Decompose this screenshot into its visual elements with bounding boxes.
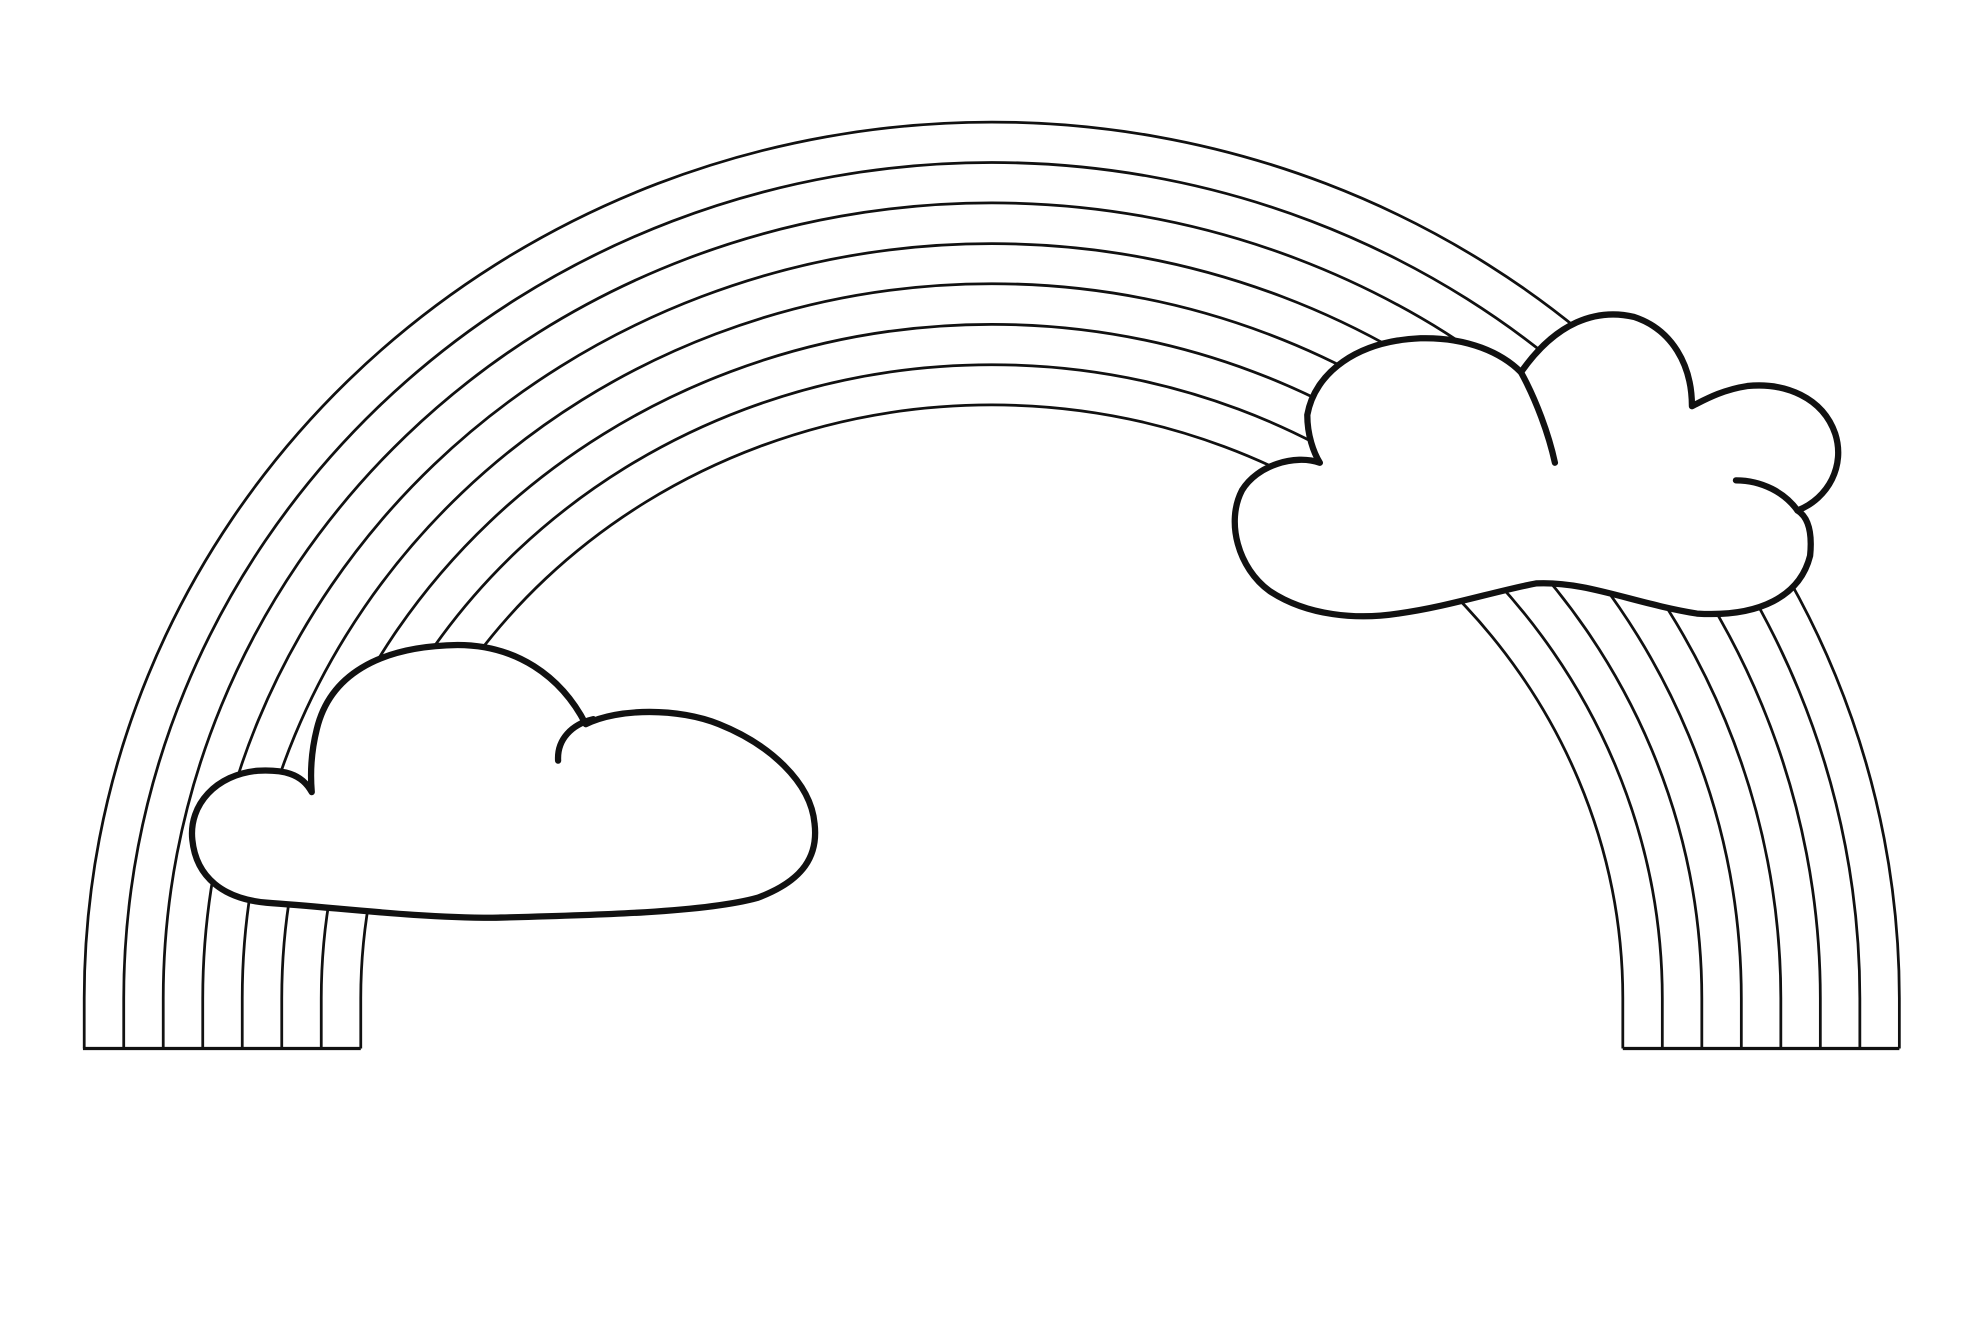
left-cloud-outline: [188, 641, 819, 921]
right-cloud: [1231, 311, 1842, 620]
left-cloud-curl: [554, 716, 597, 764]
rainbow-arc-line: [240, 282, 1743, 1049]
right-cloud-curl-2: [1732, 477, 1801, 514]
right-cloud-curl-1: [1517, 369, 1559, 466]
left-cloud: [188, 641, 819, 921]
right-cloud-outline: [1231, 311, 1842, 620]
